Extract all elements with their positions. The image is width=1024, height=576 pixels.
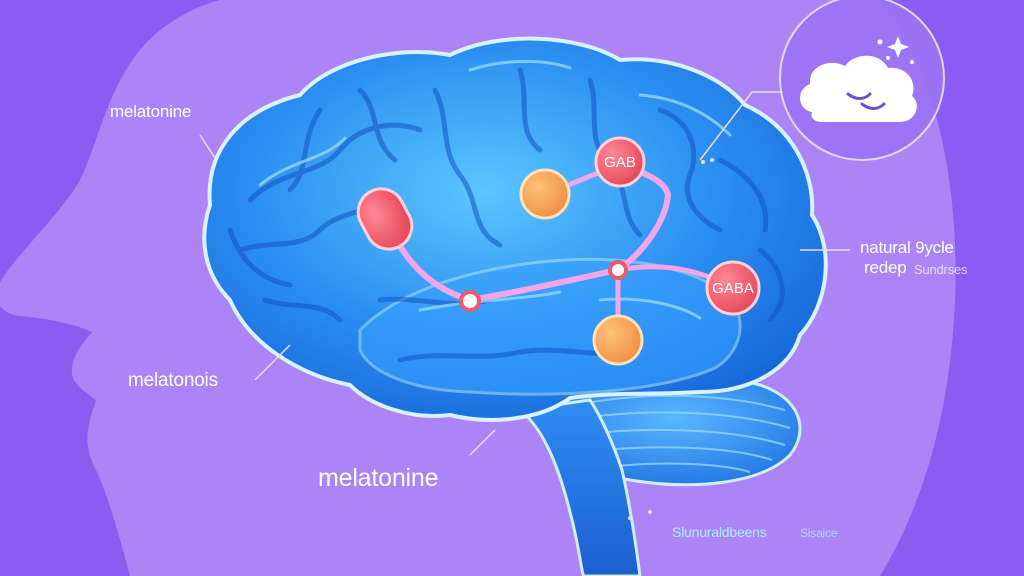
caption-text: Slunuraldbeens	[672, 524, 767, 540]
gaba-node: GABA	[705, 260, 761, 316]
orange-node-top	[519, 168, 571, 220]
leader-lines	[199, 91, 850, 456]
label-melatonine-bottom: melatonine	[318, 464, 439, 492]
neural-pathway	[382, 162, 672, 304]
brain-stem	[516, 398, 642, 576]
label-melatonois: melatonois	[128, 370, 218, 391]
red-capsule-node	[356, 187, 414, 251]
gab-node-label: GAB	[604, 154, 636, 171]
label-sundrses: Sundrses	[914, 262, 968, 277]
decor-dots	[628, 158, 714, 520]
gab-node: GAB	[594, 136, 646, 188]
label-natural-cycle: natural 9ycle	[860, 238, 954, 257]
caption-faint: Sisaice	[800, 526, 838, 540]
junction-dot	[608, 260, 628, 280]
orange-node-bottom	[592, 314, 644, 366]
label-melatonine-top: melatonine	[110, 102, 192, 121]
gaba-node-label: GABA	[712, 280, 754, 297]
junction-dot	[459, 290, 481, 312]
label-redep: redep	[864, 258, 907, 277]
sparkle-icon	[877, 36, 914, 64]
sleep-bubble	[779, 0, 945, 161]
brain-folds	[227, 67, 785, 363]
sleep-cloud-icon	[800, 55, 917, 123]
